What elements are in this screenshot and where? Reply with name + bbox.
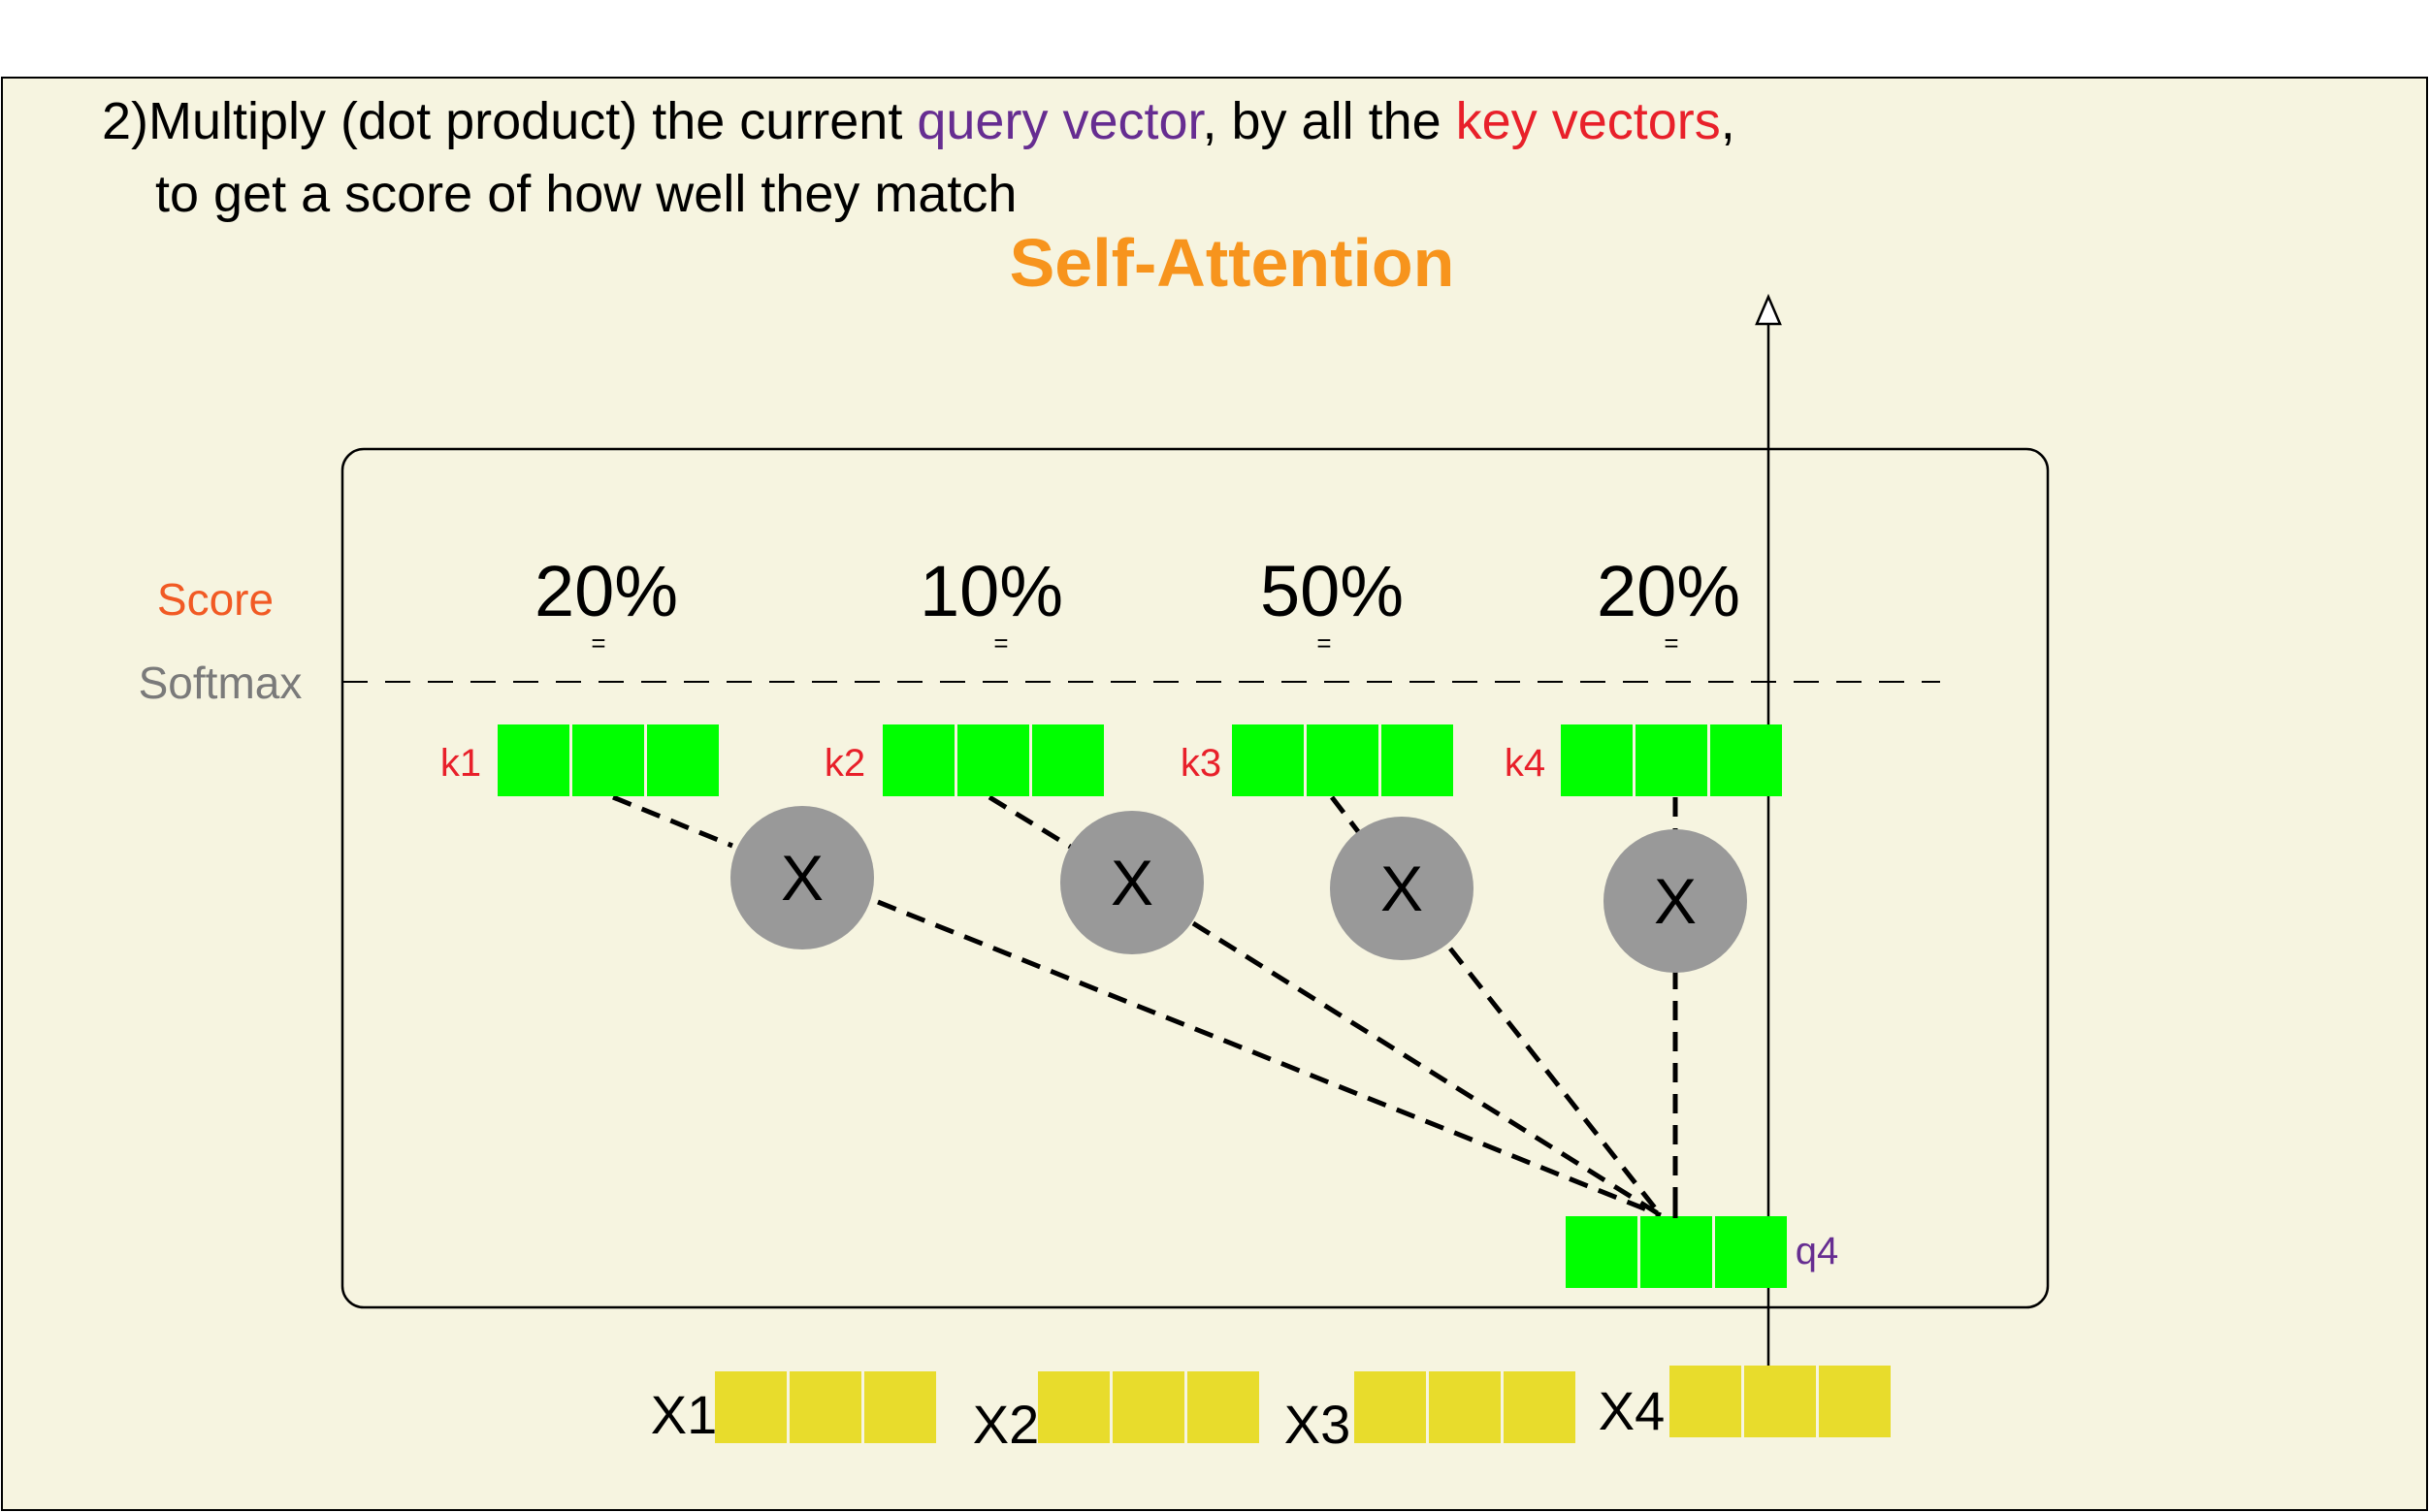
connector-lines [612,794,1678,1218]
input-cell [1744,1366,1816,1437]
multiply-circle [1603,829,1747,973]
input-vector-x1 [715,1371,936,1443]
key-cell [1636,724,1707,796]
key-cell [647,724,719,796]
input-cell [715,1371,787,1443]
score-label: Score [157,574,274,625]
score-value-2: 10% [920,551,1063,631]
key-vectors-term: key vectors [1456,92,1721,150]
key-cell [1561,724,1633,796]
input-label-1: X1 [651,1384,718,1445]
query-vector-q4 [1566,1216,1787,1288]
key-cell [1307,724,1378,796]
connector-x3-to-q4 [1448,947,1663,1217]
key-vector-1 [498,724,719,796]
heading-middle: , by all the [1203,92,1456,150]
input-cell [1187,1371,1259,1443]
key-cell [1710,724,1782,796]
multiply-circle [1060,811,1204,954]
key-label-4: k4 [1505,742,1545,785]
connector-k1-to-x [612,794,733,849]
key-cell [1232,724,1304,796]
input-cell [1354,1371,1426,1443]
input-cell [790,1371,861,1443]
key-cell [498,724,569,796]
key-label-3: k3 [1181,742,1221,785]
key-vector-3 [1232,724,1453,796]
input-label-2: X2 [973,1394,1040,1455]
query-cell [1715,1216,1787,1288]
outer-panel [1,77,2428,1511]
equals-mark-3: = [1316,628,1331,658]
heading-line-2: to get a score of how well they match [155,165,1017,223]
multiply-node-3: X [1330,817,1474,960]
heading-end: , [1721,92,1735,150]
key-cell [1381,724,1453,796]
input-vector-x3 [1354,1371,1575,1443]
input-cell [1819,1366,1891,1437]
heading-line-1: 2)Multiply (dot product) the current que… [102,92,1735,150]
input-label-3: X3 [1284,1394,1351,1455]
input-cell [1504,1371,1575,1443]
score-value-1: 20% [534,551,678,631]
key-cell [957,724,1029,796]
multiply-symbol: X [1380,853,1423,924]
key-vector-4 [1561,724,1782,796]
heading-prefix: 2)Multiply (dot product) the current [102,92,917,150]
output-arrow-head [1755,293,1782,326]
input-cell [1113,1371,1184,1443]
multiply-symbol: X [1654,865,1697,937]
diagram-title: Self-Attention [1010,225,1455,301]
input-label-4: X4 [1599,1380,1666,1441]
connector-k2-to-x [988,794,1074,851]
query-vector-term: query vector [917,92,1205,150]
input-vector-x2 [1038,1371,1259,1443]
multiply-node-4: X [1603,829,1747,973]
key-cell [1032,724,1104,796]
key-vector-2 [883,724,1104,796]
input-vector-x4 [1669,1366,1891,1437]
multiply-circle [730,806,874,949]
multiply-circle [1330,817,1474,960]
equals-mark-2: = [993,628,1008,658]
softmax-label: Softmax [139,658,303,708]
score-value-3: 50% [1260,551,1404,631]
connector-x1-to-q4 [877,899,1662,1218]
input-cell [1429,1371,1501,1443]
input-cell [1038,1371,1110,1443]
connector-k3-to-x [1330,795,1362,836]
key-label-2: k2 [825,742,865,785]
query-cell [1640,1216,1712,1288]
multiply-symbol: X [1111,847,1153,918]
score-value-4: 20% [1597,551,1740,631]
query-label: q4 [1796,1230,1839,1272]
input-cell [1669,1366,1741,1437]
key-cell [883,724,955,796]
inner-panel [340,447,2050,1309]
key-cell [572,724,644,796]
equals-mark-4: = [1664,628,1678,658]
multiply-node-1: X [730,806,874,949]
input-cell [864,1371,936,1443]
multiply-symbol: X [781,842,824,914]
key-label-1: k1 [440,742,481,785]
query-cell [1566,1216,1637,1288]
equals-mark-1: = [591,628,605,658]
multiply-node-2: X [1060,811,1204,954]
